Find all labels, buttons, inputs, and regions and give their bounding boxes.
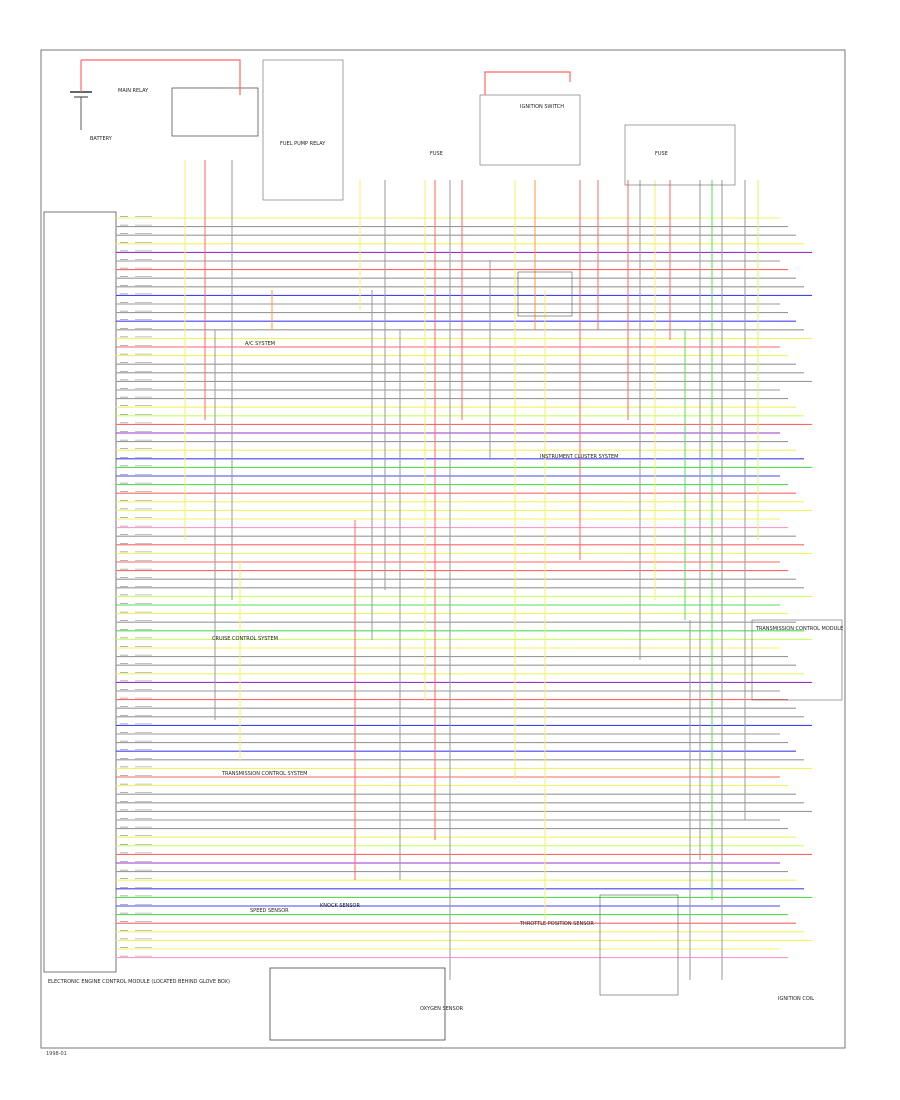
vertical-wires: [184, 160, 759, 980]
fuel-pump-relay-label: FUEL PUMP RELAY: [280, 141, 326, 147]
ecm-box: [43, 211, 117, 973]
fuse-box-right: [624, 124, 736, 186]
bottom-label-5: IGNITION COIL: [778, 996, 814, 1002]
diagram-frame: [40, 49, 846, 1049]
ignition-feed-wire: [484, 71, 571, 95]
battery-label: BATTERY: [90, 136, 113, 142]
callout-transmission: TRANSMISSION CONTROL SYSTEM: [221, 771, 307, 777]
callout-cruise: CRUISE CONTROL SYSTEM: [212, 636, 278, 642]
ignition-switch-label: IGNITION SWITCH: [520, 104, 564, 110]
fuel-pump-relay-box: [262, 59, 344, 201]
pin-labels: [120, 216, 152, 957]
callout-instrument-cluster: INSTRUMENT CLUSTER SYSTEM: [540, 454, 619, 460]
callout-ac: A/C SYSTEM: [245, 341, 275, 347]
fuse-label-1: FUSE: [430, 151, 443, 157]
ecm-label: ELECTRONIC ENGINE CONTROL MODULE (LOCATE…: [48, 979, 230, 985]
main-relay-box: [171, 87, 259, 137]
main-relay-label: MAIN RELAY: [118, 88, 149, 94]
bottom-label-2: KNOCK SENSOR: [320, 903, 360, 909]
footer-label: 1998-01: [46, 1051, 67, 1057]
battery-feed-wire: [81, 59, 241, 95]
bottom-connector-box: [269, 967, 446, 1041]
bottom-label-3: THROTTLE POSITION SENSOR: [519, 921, 594, 927]
bottom-label-1: SPEED SENSOR: [250, 908, 289, 914]
fuel-pump-box: [517, 271, 573, 317]
ignition-box: [479, 94, 581, 166]
fuse-label-2: FUSE: [655, 151, 668, 157]
bottom-label-4: OXYGEN SENSOR: [420, 1006, 464, 1012]
bottom-right-box: [599, 894, 679, 996]
horizontal-wires: [116, 217, 812, 959]
callout-tcm: TRANSMISSION CONTROL MODULE: [755, 626, 843, 632]
tcm-connector-box: [751, 619, 843, 701]
battery-icon: [70, 60, 92, 130]
